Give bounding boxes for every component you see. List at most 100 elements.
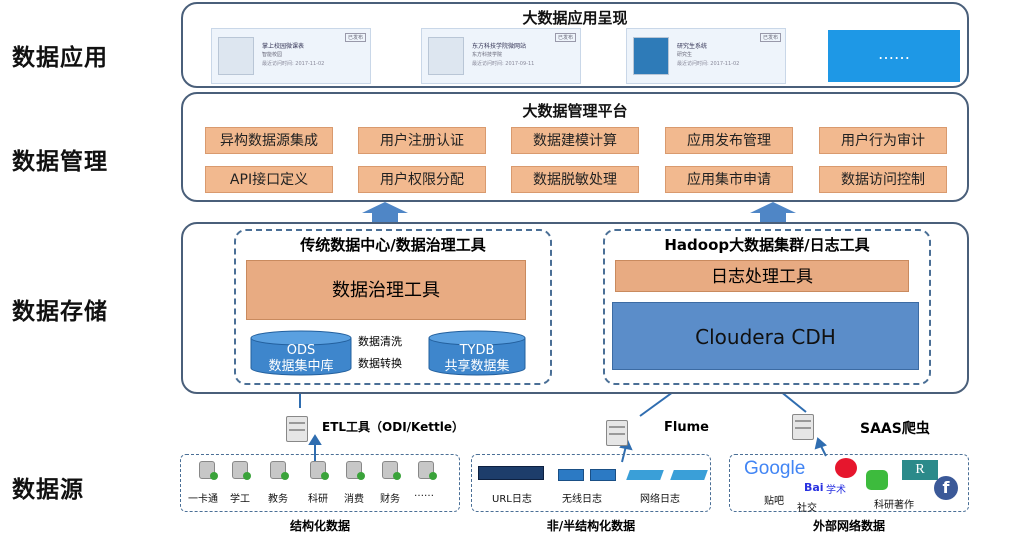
app-thumbnail — [428, 37, 464, 75]
semi-caption: 非/半结构化数据 — [546, 519, 636, 533]
structured-caption: 结构化数据 — [289, 519, 350, 533]
app-card-tag: 已发布 — [554, 33, 576, 42]
source-item: 贴吧 — [764, 496, 784, 507]
network-device-icon — [478, 466, 544, 480]
database-icon — [346, 461, 365, 480]
database-icon — [232, 461, 251, 480]
traditional-dc-box — [234, 229, 552, 385]
wechat-icon — [866, 470, 888, 490]
link-structured-etl-head — [308, 434, 322, 445]
database-icon — [382, 461, 401, 480]
source-item: 社交 — [797, 503, 817, 514]
ods-cylinder — [250, 330, 352, 376]
tydb-label-line1: TYDB — [459, 343, 495, 358]
app-card[interactable]: 掌上校园微课表 智能校园 最近访问时间: 2017-11-02 已发布 — [211, 28, 371, 84]
flume-label: Flume — [664, 420, 709, 435]
layer-label-mgmt: 数据管理 — [12, 149, 108, 175]
baidu-logo: Bai — [804, 481, 824, 494]
mgmt-item[interactable]: 应用发布管理 — [665, 127, 793, 154]
clean-label: 数据清洗 — [358, 335, 402, 348]
mgmt-item[interactable]: 数据访问控制 — [819, 166, 947, 193]
ods-label: ODS 数据集中库 — [250, 343, 352, 375]
google-logo: Google — [744, 458, 806, 479]
app-card-sub: 东方科技学院 — [472, 52, 503, 58]
switch-icon — [626, 470, 664, 480]
tydb-label-line2: 共享数据集 — [444, 359, 510, 374]
app-card[interactable]: 研究生系统 研究生 最近访问时间: 2017-11-02 已发布 — [626, 28, 786, 84]
semi-source-box — [471, 454, 711, 512]
source-item: 一卡通 — [188, 494, 218, 505]
app-card-tag: 已发布 — [759, 33, 781, 42]
weibo-icon — [835, 458, 857, 478]
researchgate-logo: R — [902, 460, 938, 480]
more-apps-tile[interactable]: …… — [828, 30, 960, 82]
ods-label-line2: 数据集中库 — [268, 359, 334, 374]
saas-label: SAAS爬虫 — [860, 421, 930, 437]
app-card-date: 最近访问时间: 2017-09-11 — [472, 61, 535, 67]
ods-label-line1: ODS — [286, 343, 316, 358]
source-item: 科研著作 — [874, 500, 914, 511]
source-item: 网络日志 — [640, 494, 680, 505]
hadoop-box — [603, 229, 931, 385]
app-card-tag: 已发布 — [344, 33, 366, 42]
app-card[interactable]: 东方科技学院微网站 东方科技学院 最近访问时间: 2017-09-11 已发布 — [421, 28, 581, 84]
mgmt-item[interactable]: 用户注册认证 — [358, 127, 486, 154]
app-card-name: 掌上校园微课表 — [262, 43, 305, 50]
app-card-name: 研究生系统 — [677, 43, 708, 50]
database-icon — [310, 461, 329, 480]
flume-server-icon — [606, 420, 628, 446]
hadoop-title: Hadoop大数据集群/日志工具 — [664, 236, 870, 254]
source-item: URL日志 — [492, 494, 532, 505]
traditional-dc-title: 传统数据中心/数据治理工具 — [300, 236, 486, 254]
app-card-sub: 智能校园 — [262, 52, 283, 58]
mgmt-item[interactable]: 用户权限分配 — [358, 166, 486, 193]
switch-icon — [670, 470, 708, 480]
source-item: 学工 — [230, 494, 250, 505]
app-card-date: 最近访问时间: 2017-11-02 — [677, 61, 740, 67]
governance-tool[interactable]: 数据治理工具 — [246, 260, 526, 320]
source-item: 财务 — [380, 494, 400, 505]
mgmt-item[interactable]: API接口定义 — [205, 166, 333, 193]
source-item: 科研 — [308, 494, 328, 505]
app-card-sub: 研究生 — [677, 52, 693, 58]
transform-label: 数据转换 — [358, 357, 402, 370]
arrow-up-left — [362, 202, 408, 222]
network-device-icon — [590, 469, 616, 481]
tydb-cylinder — [428, 330, 526, 376]
mgmt-panel: 大数据管理平台 异构数据源集成 用户注册认证 数据建模计算 应用发布管理 用户行… — [181, 92, 969, 202]
structured-source-box — [180, 454, 460, 512]
mgmt-panel-title: 大数据管理平台 — [522, 102, 628, 120]
network-device-icon — [558, 469, 584, 481]
source-item: 消费 — [344, 494, 364, 505]
mgmt-item[interactable]: 用户行为审计 — [819, 127, 947, 154]
mgmt-item[interactable]: 数据建模计算 — [511, 127, 639, 154]
etl-server-icon — [286, 416, 308, 442]
facebook-icon: f — [934, 476, 958, 500]
arrow-up-right — [750, 202, 796, 222]
database-icon — [199, 461, 218, 480]
mgmt-item[interactable]: 数据脱敏处理 — [511, 166, 639, 193]
app-panel: 大数据应用呈现 掌上校园微课表 智能校园 最近访问时间: 2017-11-02 … — [181, 2, 969, 88]
app-panel-title: 大数据应用呈现 — [522, 9, 628, 27]
tydb-label: TYDB 共享数据集 — [428, 343, 526, 375]
source-item: 无线日志 — [562, 494, 602, 505]
cloudera-cdh[interactable]: Cloudera CDH — [612, 302, 919, 370]
link-external-saas-head — [814, 437, 827, 450]
source-item: …… — [414, 488, 434, 499]
external-caption: 外部网络数据 — [812, 519, 885, 533]
source-item: 教务 — [268, 494, 288, 505]
mgmt-item[interactable]: 异构数据源集成 — [205, 127, 333, 154]
layer-label-source: 数据源 — [12, 477, 84, 503]
etl-label: ETL工具（ODI/Kettle） — [322, 420, 464, 434]
layer-label-app: 数据应用 — [12, 45, 108, 71]
layer-label-storage: 数据存储 — [12, 299, 108, 325]
log-tool[interactable]: 日志处理工具 — [615, 260, 909, 292]
database-icon — [418, 461, 437, 480]
app-thumbnail — [218, 37, 254, 75]
app-card-date: 最近访问时间: 2017-11-02 — [262, 61, 325, 67]
mgmt-item[interactable]: 应用集市申请 — [665, 166, 793, 193]
app-thumbnail — [633, 37, 669, 75]
app-card-name: 东方科技学院微网站 — [472, 43, 527, 50]
database-icon — [270, 461, 289, 480]
baidu-scholar-logo: 学术 — [826, 485, 846, 496]
